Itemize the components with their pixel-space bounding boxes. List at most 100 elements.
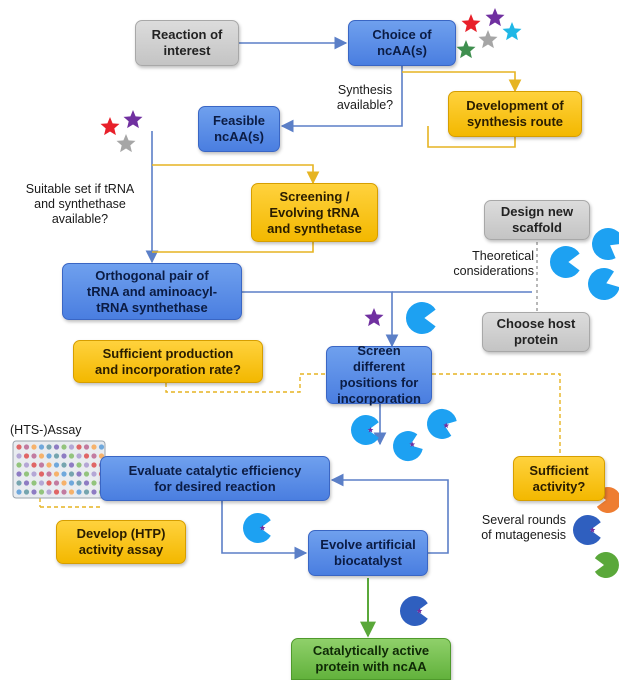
well: [68, 489, 75, 495]
well: [76, 444, 82, 450]
well: [76, 453, 82, 459]
well: [76, 471, 82, 477]
well: [31, 444, 37, 450]
star-icon: [116, 134, 136, 153]
well: [23, 462, 30, 468]
develop-activity-assay-box[interactable]: Develop (HTP) activity assay: [56, 520, 186, 564]
well: [23, 471, 30, 477]
well: [46, 471, 52, 477]
choice-of-ncaa-box[interactable]: Choice of ncAA(s): [348, 20, 456, 66]
well: [68, 462, 75, 468]
arrow-to-screening: [152, 164, 320, 185]
reaction-of-interest-box[interactable]: Reaction of interest: [135, 20, 239, 66]
well: [53, 462, 60, 468]
dashed-production-check: [165, 373, 326, 393]
well: [53, 444, 60, 450]
well: [98, 444, 105, 450]
well: [16, 462, 22, 468]
well: [31, 489, 37, 495]
well: [91, 480, 97, 486]
well: [16, 471, 22, 477]
arrow-screening-back: [152, 242, 314, 253]
choose-host-protein-box[interactable]: Choose host protein: [482, 312, 590, 352]
dashed-activity-check: [432, 373, 561, 456]
well: [16, 489, 22, 495]
well: [38, 471, 45, 477]
protein-pacman-icon: [242, 513, 271, 544]
well: [61, 453, 67, 459]
protein-pacman-icon: [392, 431, 423, 462]
well: [38, 489, 45, 495]
well: [91, 489, 97, 495]
well: [53, 453, 60, 459]
development-of-synthesis-route-box[interactable]: Development of synthesis route: [448, 91, 582, 137]
protein-pacman-icon: [399, 596, 428, 626]
well: [16, 480, 22, 486]
orthogonal-pair-box[interactable]: Orthogonal pair of tRNA and aminoacyl- t…: [62, 263, 242, 320]
well: [46, 489, 52, 495]
well: [38, 453, 45, 459]
hts-assay-label: (HTS-)Assay: [10, 423, 82, 437]
well-plate-icon: [12, 440, 106, 499]
protein-pacman-icon: [572, 515, 601, 546]
well: [53, 489, 60, 495]
protein-icons: [242, 228, 619, 626]
well: [46, 480, 52, 486]
arrow-choice-to-feasible: [280, 66, 403, 133]
well: [68, 453, 75, 459]
evaluate-catalytic-efficiency-box[interactable]: Evaluate catalytic efficiency for desire…: [100, 456, 330, 501]
well: [31, 480, 37, 486]
star-icon: [123, 110, 143, 129]
well: [76, 462, 82, 468]
star-icon: [502, 22, 522, 41]
well: [31, 471, 37, 477]
design-new-scaffold-box[interactable]: Design new scaffold: [484, 200, 590, 240]
well: [16, 444, 22, 450]
screening-evolving-box[interactable]: Screening / Evolving tRNA and synthetase: [251, 183, 378, 242]
star-icon: [364, 308, 384, 327]
screen-positions-box[interactable]: Screen different positions for incorpora…: [326, 343, 432, 406]
well: [38, 462, 45, 468]
well: [16, 453, 22, 459]
arrow-to-synthesis-route: [402, 71, 522, 93]
well: [23, 453, 30, 459]
protein-pacman-icon: [426, 408, 457, 439]
well: [23, 489, 30, 495]
well: [83, 453, 90, 459]
well: [23, 444, 30, 450]
well: [83, 462, 90, 468]
sufficient-activity-box[interactable]: Sufficient activity?: [513, 456, 605, 501]
main-flow-arrows: [145, 36, 532, 560]
well: [91, 462, 97, 468]
protein-pacman-icon: [588, 268, 619, 300]
evolve-artificial-biocatalyst-box[interactable]: Evolve artificial biocatalyst: [308, 530, 428, 576]
theoretical-considerations-label: Theoretical considerations: [453, 249, 534, 278]
well: [83, 444, 90, 450]
arrow-evaluate-to-evolve: [221, 500, 308, 560]
several-rounds-label: Several rounds of mutagenesis: [481, 513, 566, 542]
sufficient-production-box[interactable]: Sufficient production and incorporation …: [73, 340, 263, 383]
synthesis-available-label: Synthesis available?: [336, 83, 394, 112]
protein-pacman-icon: [350, 415, 379, 446]
well: [61, 462, 67, 468]
well: [61, 471, 67, 477]
well: [31, 453, 37, 459]
well: [76, 480, 82, 486]
ncaa-stars: [100, 8, 522, 327]
well: [61, 480, 67, 486]
catalytically-active-protein-box[interactable]: Catalytically active protein with ncAA: [291, 638, 451, 680]
star-icon: [478, 30, 498, 49]
well: [53, 471, 60, 477]
well: [83, 489, 90, 495]
well: [76, 489, 82, 495]
star-icon: [100, 117, 120, 136]
well: [46, 444, 52, 450]
well: [91, 471, 97, 477]
well: [83, 480, 90, 486]
arrow-synthesis-back: [427, 126, 516, 148]
star-icon: [456, 40, 476, 59]
well: [38, 480, 45, 486]
well: [23, 480, 30, 486]
feasible-ncaa-box[interactable]: Feasible ncAA(s): [198, 106, 280, 152]
